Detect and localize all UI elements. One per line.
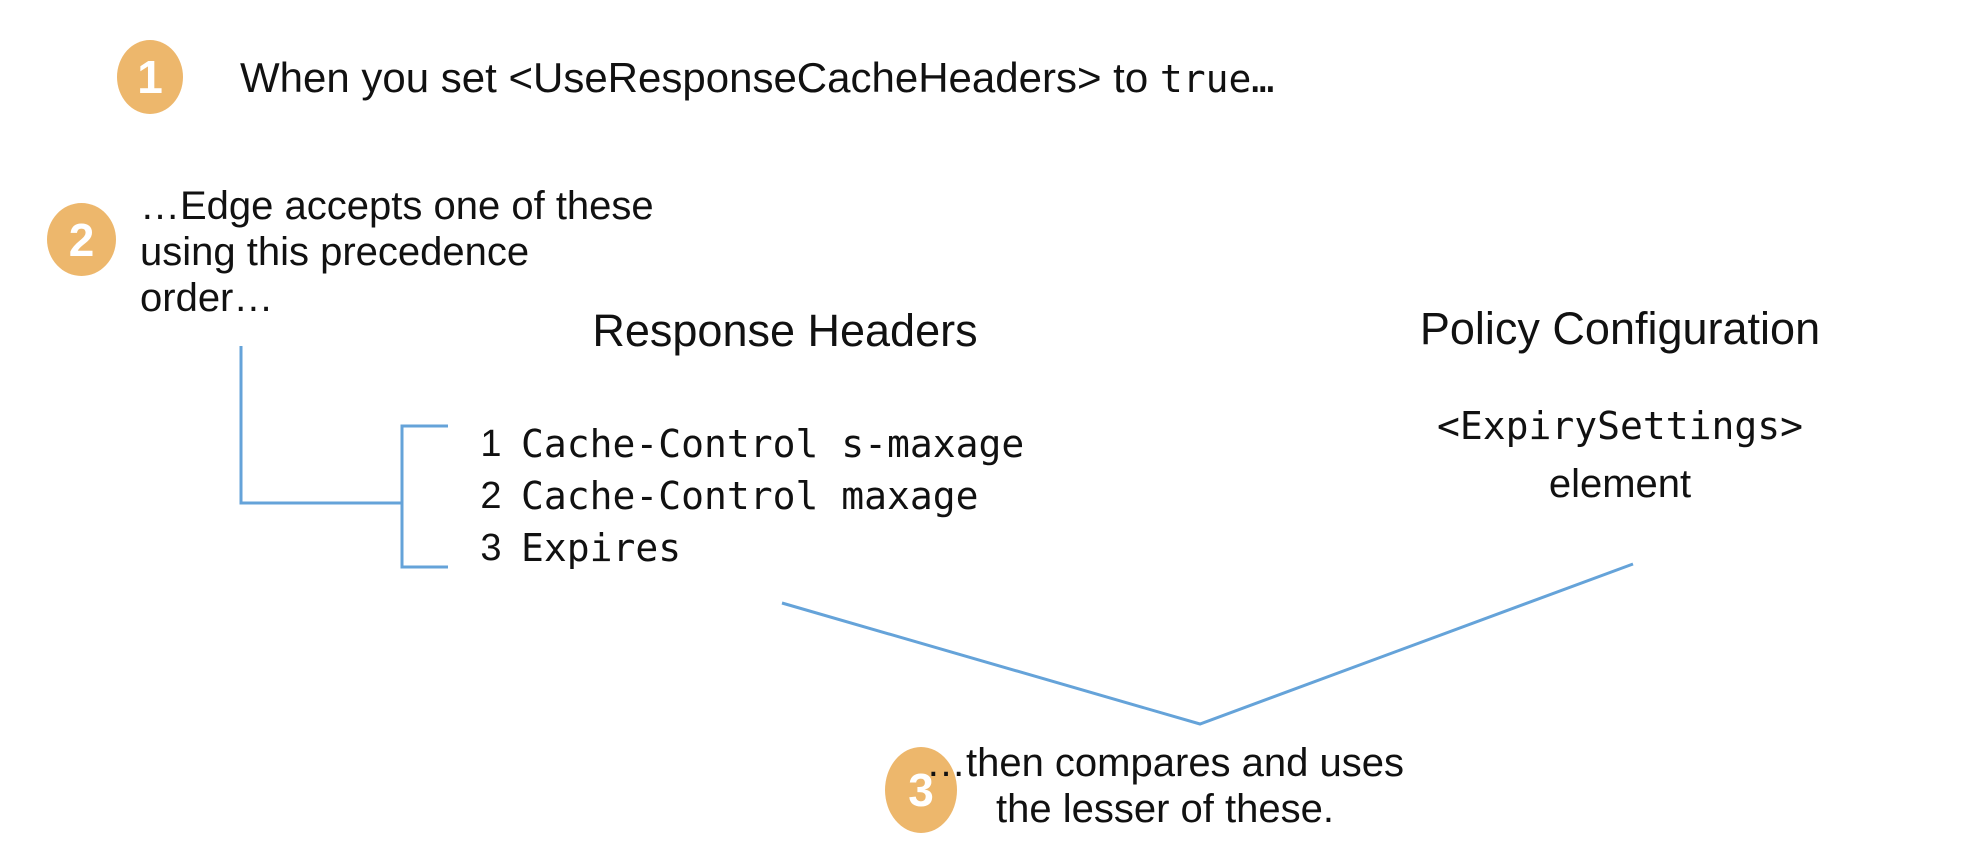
step-2-line-1: …Edge accepts one of these [140,184,654,228]
element-label: element [1548,462,1692,506]
precedence-list: 1 Cache-Control s-maxage 2 Cache-Control… [479,418,1024,574]
list-row-3: 3 Expires [479,522,1024,574]
step-3-number: 3 [908,764,934,816]
precedence-stem-line [239,346,401,505]
compare-v-line [781,562,1634,726]
step-1-ellipsis: … [1251,57,1275,101]
list-row-2: 2 Cache-Control maxage [479,470,1024,522]
header-name-3: Expires [521,526,682,570]
step-1-label: When you set <UseResponseCacheHeaders> t… [240,53,1274,103]
step-1-badge: 1 [117,40,183,114]
list-bracket [400,424,448,569]
list-row-1: 1 Cache-Control s-maxage [479,418,1024,470]
step-1-code-true: true [1159,57,1252,101]
step-3-line-1: …then compares and uses [925,741,1405,785]
step-3-caption: …then compares and uses the lesser of th… [915,740,1415,832]
header-name-2: Cache-Control maxage [521,474,979,518]
step-1-text-before-code: When you set <UseResponseCacheHeaders> t… [240,54,1160,101]
rank-number-2: 2 [480,474,502,517]
header-name-1: Cache-Control s-maxage [521,422,1025,466]
policy-configuration-title: Policy Configuration [1419,303,1821,354]
step-2-badge: 2 [47,203,116,276]
step-3-badge: 3 [885,747,957,833]
step-1-number: 1 [137,51,163,103]
rank-number-3: 3 [480,526,502,569]
step-2-line-2: using this precedence [140,230,530,274]
step-2-number: 2 [68,213,95,266]
expiry-settings-code: <ExpirySettings> [1436,404,1804,448]
rank-number-1: 1 [480,422,502,465]
step-2-line-3: order… [140,276,274,320]
step-2-label: …Edge accepts one of these using this pr… [140,183,654,321]
response-headers-title: Response Headers [592,305,978,356]
step-3-line-2: the lesser of these. [996,787,1334,831]
